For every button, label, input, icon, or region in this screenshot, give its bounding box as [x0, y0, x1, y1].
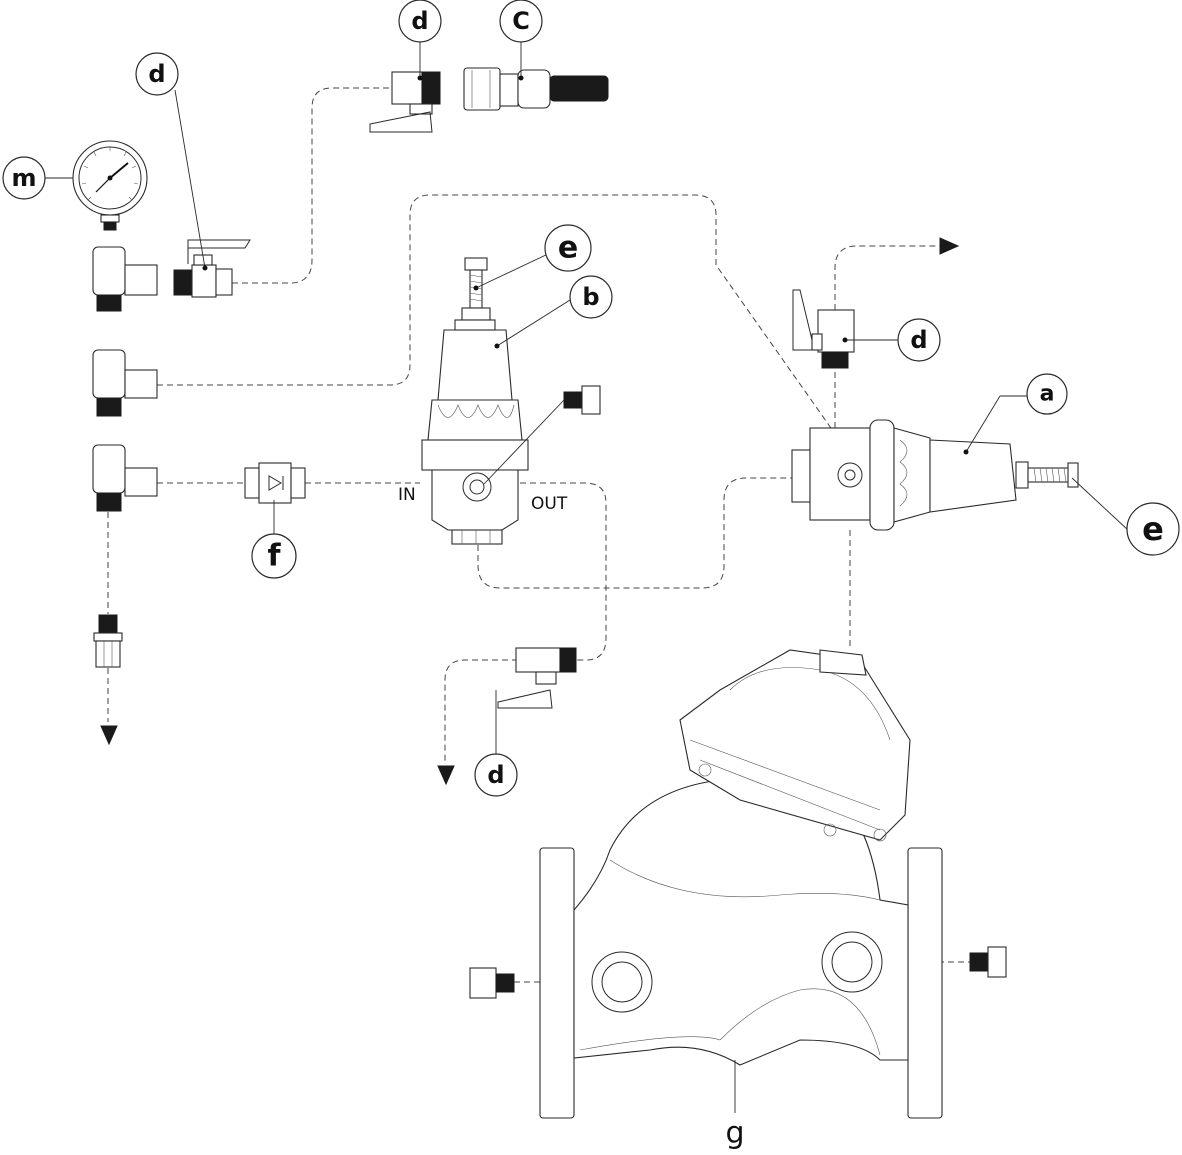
pressure-gauge: [72, 140, 148, 231]
svg-text:d: d: [411, 7, 428, 35]
port-out-label: OUT: [531, 494, 568, 514]
callout-m: m: [2, 156, 46, 200]
svg-text:f: f: [267, 539, 281, 574]
ball-valve-d-left[interactable]: [173, 239, 251, 298]
callout-e-right: e: [1126, 502, 1180, 556]
svg-text:m: m: [11, 164, 36, 192]
callout-d-right: d: [897, 318, 941, 362]
svg-text:b: b: [582, 283, 599, 311]
svg-text:a: a: [1040, 382, 1055, 407]
flow-arrows: [100, 237, 960, 786]
outlet-arrow-right: [939, 237, 960, 255]
pilot-valve-b: [421, 257, 529, 545]
svg-text:C: C: [512, 7, 530, 35]
pilot-plug: [483, 385, 601, 485]
tee-middle: [92, 349, 158, 417]
main-valve-plug-right: [969, 946, 1007, 978]
drain-fitting-left: [93, 614, 123, 668]
svg-text:d: d: [910, 326, 927, 354]
callout-d-left: d: [135, 52, 179, 96]
leader-lines: [174, 40, 1129, 1115]
quick-connect-c: [463, 67, 609, 111]
tee-lower: [92, 444, 158, 512]
callout-a: a: [1026, 373, 1068, 415]
main-valve-g: [539, 649, 943, 1119]
tee-top: [92, 246, 158, 312]
port-in-label: IN: [398, 485, 416, 505]
strainer-f: [244, 462, 306, 504]
drain-arrow-left: [100, 725, 118, 746]
ball-valve-d-bottom[interactable]: [497, 647, 577, 709]
callout-g: g: [715, 1113, 755, 1153]
ball-valve-d-top[interactable]: [369, 71, 441, 133]
drain-arrow-bottom: [437, 765, 455, 786]
callout-c: C: [499, 0, 543, 43]
main-valve-plug-left: [469, 967, 515, 999]
pilot-valve-a: [791, 419, 1079, 531]
callout-f: f: [251, 533, 297, 579]
svg-text:g: g: [725, 1116, 744, 1151]
svg-text:e: e: [558, 231, 578, 266]
callout-e-pilot: e: [544, 224, 592, 272]
svg-text:e: e: [1142, 510, 1164, 548]
svg-text:d: d: [487, 761, 504, 789]
callout-d-bottom: d: [474, 753, 518, 797]
ball-valve-d-right[interactable]: [792, 289, 855, 369]
callout-b: b: [569, 275, 613, 319]
svg-text:d: d: [148, 60, 165, 88]
callout-d-top: d: [398, 0, 442, 43]
